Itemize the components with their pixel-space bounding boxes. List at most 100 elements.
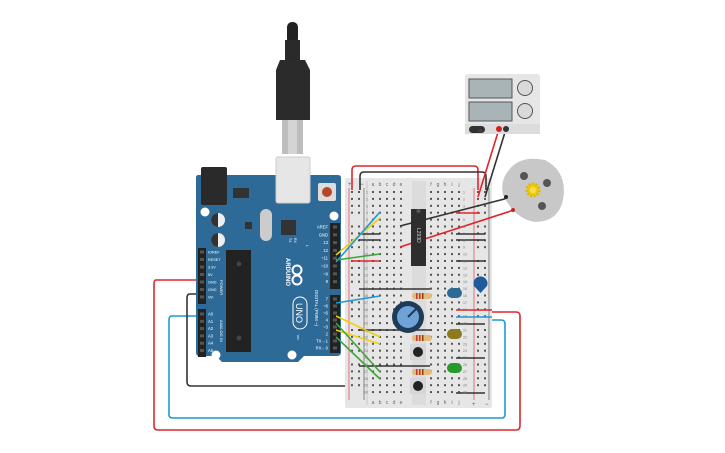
breadboard-hole[interactable] (400, 377, 402, 380)
breadboard-hole[interactable] (372, 342, 374, 345)
breadboard-hole[interactable] (386, 191, 388, 193)
rail-hole[interactable] (358, 308, 360, 311)
breadboard-hole[interactable] (372, 294, 374, 297)
rail-hole[interactable] (484, 342, 486, 345)
breadboard-hole[interactable] (451, 246, 453, 249)
breadboard-hole[interactable] (386, 322, 388, 325)
pushbutton[interactable] (410, 344, 426, 360)
rail-hole[interactable] (351, 280, 353, 283)
rail-hole[interactable] (358, 225, 360, 228)
positive-terminal[interactable] (496, 126, 502, 132)
breadboard-hole[interactable] (437, 377, 439, 380)
analog-pin[interactable] (200, 349, 204, 352)
breadboard-hole[interactable] (400, 349, 402, 352)
wire-blue-loop[interactable] (168, 315, 506, 419)
rail-hole[interactable] (351, 204, 353, 207)
breadboard-hole[interactable] (386, 273, 388, 276)
breadboard-hole[interactable] (444, 218, 446, 221)
breadboard-hole[interactable] (430, 280, 432, 283)
breadboard-hole[interactable] (430, 363, 432, 366)
ceramic-capacitor[interactable] (473, 276, 488, 293)
breadboard-hole[interactable] (393, 363, 395, 366)
rail-hole[interactable] (477, 246, 479, 249)
breadboard-hole[interactable] (372, 197, 374, 200)
digital-pin[interactable] (333, 256, 337, 260)
rail-hole[interactable] (351, 273, 353, 276)
digital-pin[interactable] (333, 225, 337, 229)
breadboard-hole[interactable] (393, 211, 395, 214)
breadboard-hole[interactable] (437, 253, 439, 256)
breadboard-hole[interactable] (393, 349, 395, 352)
breadboard-hole[interactable] (372, 253, 374, 256)
rail-hole[interactable] (477, 370, 479, 373)
breadboard-hole[interactable] (379, 349, 381, 352)
breadboard-hole[interactable] (372, 273, 374, 276)
rail-hole[interactable] (358, 191, 360, 193)
rail-hole[interactable] (358, 342, 360, 345)
breadboard-hole[interactable] (393, 377, 395, 380)
breadboard-hole[interactable] (444, 322, 446, 325)
breadboard-hole[interactable] (430, 273, 432, 276)
breadboard-hole[interactable] (444, 204, 446, 207)
breadboard-hole[interactable] (372, 349, 374, 352)
breadboard-hole[interactable] (451, 280, 453, 283)
breadboard-hole[interactable] (386, 266, 388, 269)
breadboard-hole[interactable] (372, 266, 374, 269)
pushbutton[interactable] (410, 378, 426, 394)
breadboard-hole[interactable] (430, 384, 432, 387)
rail-hole[interactable] (351, 294, 353, 297)
breadboard-hole[interactable] (386, 370, 388, 373)
breadboard-hole[interactable] (451, 377, 453, 380)
breadboard-hole[interactable] (430, 287, 432, 290)
breadboard-hole[interactable] (430, 197, 432, 200)
breadboard-hole[interactable] (451, 342, 453, 345)
rail-hole[interactable] (351, 239, 353, 242)
breadboard-hole[interactable] (400, 384, 402, 387)
breadboard-hole[interactable] (437, 308, 439, 311)
breadboard-hole[interactable] (430, 260, 432, 262)
breadboard-hole[interactable] (451, 273, 453, 276)
breadboard-hole[interactable] (393, 218, 395, 221)
rail-hole[interactable] (351, 384, 353, 387)
rail-hole[interactable] (484, 197, 486, 200)
breadboard-hole[interactable] (379, 280, 381, 283)
breadboard-hole[interactable] (451, 308, 453, 311)
breadboard-hole[interactable] (430, 356, 432, 359)
breadboard-hole[interactable] (451, 232, 453, 235)
rail-hole[interactable] (484, 377, 486, 380)
breadboard-hole[interactable] (458, 342, 460, 345)
breadboard-hole[interactable] (393, 260, 395, 262)
breadboard-hole[interactable] (451, 356, 453, 359)
breadboard-hole[interactable] (437, 287, 439, 290)
breadboard-hole[interactable] (400, 391, 402, 394)
rail-hole[interactable] (358, 266, 360, 269)
breadboard-hole[interactable] (400, 218, 402, 221)
breadboard-hole[interactable] (458, 377, 460, 380)
breadboard-hole[interactable] (444, 356, 446, 359)
breadboard-hole[interactable] (400, 211, 402, 214)
rail-hole[interactable] (358, 211, 360, 214)
breadboard-hole[interactable] (444, 384, 446, 387)
rail-hole[interactable] (484, 329, 486, 331)
rail-hole[interactable] (351, 363, 353, 366)
breadboard-hole[interactable] (444, 349, 446, 352)
breadboard-hole[interactable] (430, 253, 432, 256)
rail-hole[interactable] (358, 301, 360, 304)
rail-hole[interactable] (484, 335, 486, 338)
breadboard-hole[interactable] (437, 301, 439, 304)
breadboard-hole[interactable] (444, 191, 446, 193)
breadboard-hole[interactable] (444, 315, 446, 318)
breadboard-hole[interactable] (400, 197, 402, 200)
rail-hole[interactable] (477, 273, 479, 276)
breadboard-hole[interactable] (393, 232, 395, 235)
breadboard-hole[interactable] (400, 342, 402, 345)
rail-hole[interactable] (351, 246, 353, 249)
breadboard-hole[interactable] (379, 225, 381, 228)
breadboard-hole[interactable] (444, 294, 446, 297)
breadboard-hole[interactable] (444, 266, 446, 269)
voltage-knob[interactable] (517, 80, 533, 96)
rail-hole[interactable] (358, 349, 360, 352)
digital-pin[interactable] (333, 241, 337, 245)
breadboard-hole[interactable] (372, 322, 374, 325)
breadboard-hole[interactable] (400, 363, 402, 366)
